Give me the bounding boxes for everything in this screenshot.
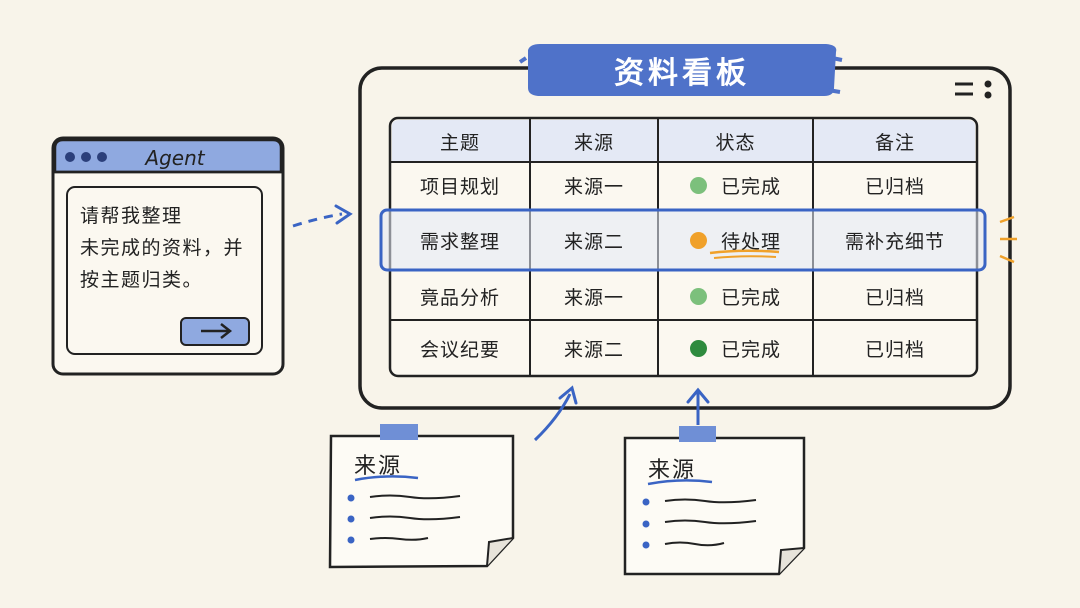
source-cell: 来源二 [563, 230, 624, 253]
status-cell: 已完成 [658, 162, 813, 208]
note-title: 来源 [354, 454, 403, 479]
status-cell: 待处理 [658, 212, 813, 268]
status-label: 已完成 [720, 175, 781, 198]
source-note [328, 424, 515, 569]
highlighted-row [379, 208, 987, 272]
status-label: 待处理 [720, 230, 781, 253]
source-cell: 来源一 [563, 175, 624, 198]
topic-cell: 项目规划 [419, 175, 500, 198]
tape-icon [380, 424, 418, 440]
agent-to-board-arrow [292, 204, 353, 228]
arrow-right-icon [201, 323, 233, 339]
status-pending-dot-icon [689, 231, 707, 249]
menu-dots-icon[interactable] [955, 80, 992, 99]
column-header-status[interactable]: 状态 [715, 131, 756, 154]
agent-message: 请帮我整理 未完成的资料，并 按主题归类。 [80, 200, 260, 296]
window-dot-icon [65, 152, 75, 162]
tape-icon [679, 426, 716, 442]
source-note [623, 426, 806, 576]
note-cell: 已归档 [864, 286, 925, 309]
status-cell: 已完成 [658, 272, 813, 320]
source-cell: 来源二 [563, 338, 624, 361]
note-cell: 已归档 [864, 175, 925, 198]
topic-cell: 需求整理 [419, 230, 500, 253]
agent-window: Agent [51, 136, 285, 376]
note-title: 来源 [648, 458, 697, 483]
window-dot-icon [81, 152, 91, 162]
status-label: 已完成 [720, 286, 781, 309]
column-header-source[interactable]: 来源 [573, 131, 614, 154]
column-header-topic[interactable]: 主题 [439, 131, 480, 154]
agent-message-line: 未完成的资料，并 [80, 237, 245, 259]
source-cell: 来源一 [563, 286, 624, 309]
status-label: 已完成 [720, 338, 781, 361]
status-done-dot-icon [689, 176, 707, 194]
column-header-note[interactable]: 备注 [874, 131, 915, 154]
agent-message-line: 请帮我整理 [80, 205, 183, 227]
topic-cell: 会议纪要 [419, 338, 500, 361]
status-done-dot-icon [689, 287, 707, 305]
topic-cell: 竟品分析 [419, 286, 500, 309]
status-done-dot-icon [689, 339, 707, 357]
window-dot-icon [97, 152, 107, 162]
agent-window-title: Agent [143, 146, 205, 170]
note-to-board-arrow [686, 387, 710, 425]
send-button[interactable] [180, 317, 250, 346]
attention-marks-icon [999, 215, 1017, 264]
note-cell: 需补充细节 [844, 230, 945, 253]
note-cell: 已归档 [864, 338, 925, 361]
board-title: 资料看板 [614, 56, 750, 91]
note-to-board-arrow [533, 385, 578, 442]
board-title-banner [518, 44, 843, 96]
data-table-frame [379, 116, 1017, 378]
status-cell: 已完成 [658, 322, 813, 374]
agent-message-line: 按主题归类。 [80, 269, 204, 291]
